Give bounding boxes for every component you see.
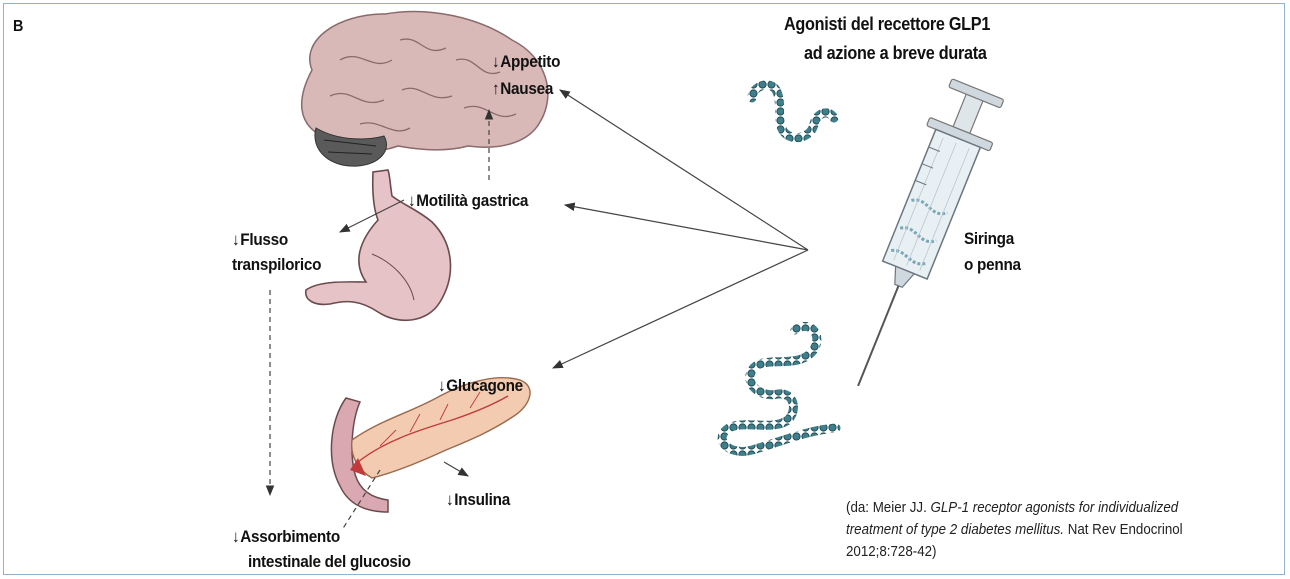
citation-line3: 2012;8:728-42)	[846, 541, 1232, 563]
citation-journal: Nat Rev Endocrinol	[1064, 522, 1183, 538]
arrow-to-insulin	[444, 462, 468, 476]
arrow-to-pancreas	[553, 250, 808, 368]
citation-title-part2: treatment of type 2 diabetes mellitus.	[846, 522, 1064, 538]
label-flow-line1: ↓Flusso	[232, 230, 288, 250]
citation-line2: treatment of type 2 diabetes mellitus. N…	[846, 519, 1232, 541]
label-gastric-motility: ↓Motilità gastrica	[408, 191, 528, 211]
label-insulin: ↓Insulina	[446, 490, 510, 510]
syringe-label-line2: o penna	[964, 255, 1021, 275]
label-flow-line2: transpilorico	[232, 255, 321, 275]
up-arrow-icon: ↑	[492, 79, 499, 99]
drug-title-line2: ad azione a breve durata	[804, 43, 987, 64]
peptide-chain-lower	[722, 326, 836, 451]
citation: (da: Meier JJ. GLP-1 receptor agonists f…	[846, 497, 1232, 563]
down-arrow-icon: ↓	[232, 230, 239, 250]
label-flow-text: Flusso	[240, 230, 288, 249]
label-insulin-text: Insulina	[454, 490, 510, 509]
down-arrow-icon: ↓	[232, 527, 239, 547]
down-arrow-icon: ↓	[408, 191, 415, 211]
label-glucagon-text: Glucagone	[446, 376, 523, 395]
down-arrow-icon: ↓	[438, 376, 445, 396]
panel-label: B	[13, 18, 23, 36]
drug-title-line1: Agonisti del recettore GLP1	[784, 14, 990, 35]
label-gastric-motility-text: Motilità gastrica	[416, 191, 528, 210]
arrow-to-brain	[560, 90, 808, 250]
down-arrow-icon: ↓	[446, 490, 453, 510]
label-appetite-text: Appetito	[500, 52, 560, 71]
label-nausea-text: Nausea	[500, 79, 553, 98]
label-absorption-text: Assorbimento	[240, 527, 340, 546]
arrow-to-stomach	[565, 205, 808, 250]
label-absorption-line2: intestinale del glucosio	[248, 552, 411, 572]
label-glucagon: ↓Glucagone	[438, 376, 523, 396]
down-arrow-icon: ↓	[492, 52, 499, 72]
label-nausea: ↑Nausea	[492, 79, 553, 99]
label-absorption-line1: ↓Assorbimento	[232, 527, 340, 547]
label-appetite: ↓Appetito	[492, 52, 560, 72]
syringe-label-line1: Siringa	[964, 229, 1014, 249]
peptide-chain-upper	[752, 85, 834, 138]
citation-prefix: (da: Meier JJ.	[846, 500, 931, 516]
citation-title-part1: GLP-1 receptor agonists for individualiz…	[931, 500, 1179, 516]
citation-line1: (da: Meier JJ. GLP-1 receptor agonists f…	[846, 497, 1232, 519]
